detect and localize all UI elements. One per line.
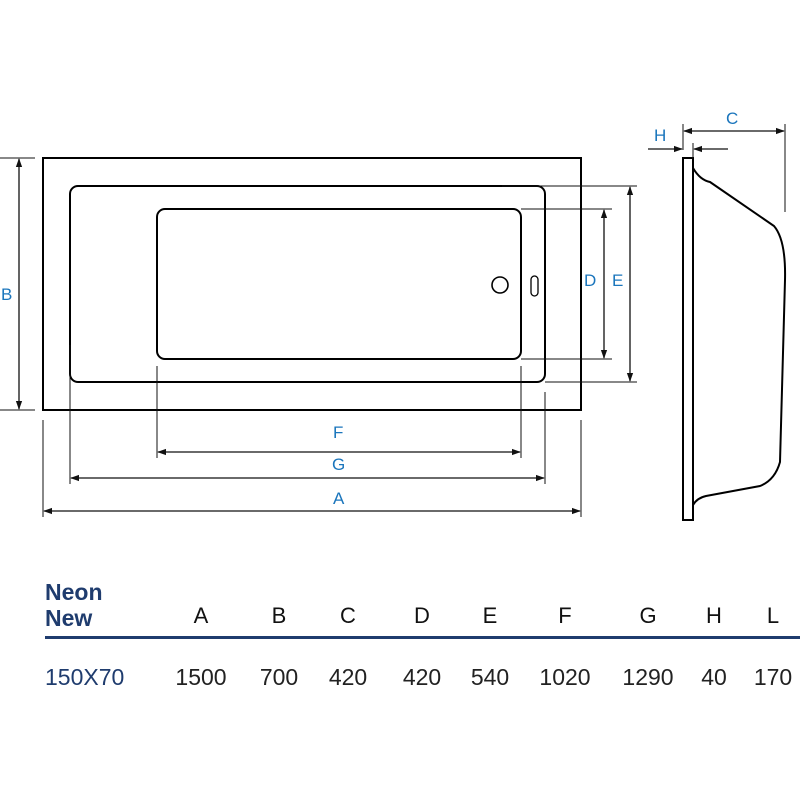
side-rim [682,157,694,521]
label-c: C [726,109,738,128]
label-d: D [584,271,596,290]
tub-outer-rim [42,157,582,411]
label-b: B [1,285,12,304]
drain-icon [491,276,509,294]
tub-inner-rim [69,185,546,383]
top-view [42,157,582,411]
label-e: E [612,271,623,290]
overflow-icon [530,275,539,297]
side-view [682,157,787,521]
label-f: F [333,423,343,442]
tub-basin [156,208,522,360]
label-g: G [332,455,345,474]
extension-lines [0,157,637,517]
dimension-lines [15,158,634,515]
side-body-profile [692,167,787,506]
label-h: H [654,126,666,145]
side-dimension [682,124,786,212]
label-a: A [333,489,345,508]
